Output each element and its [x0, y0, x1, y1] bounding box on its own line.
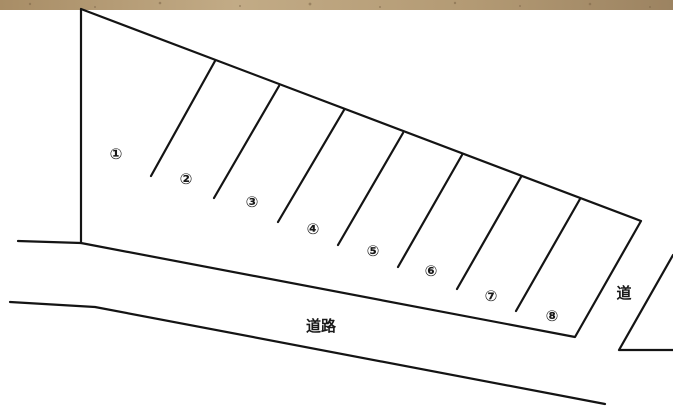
space-divider: [336, 131, 405, 247]
space-number-1: ①: [110, 145, 123, 163]
space-divider: [149, 59, 217, 178]
space-number-3: ③: [246, 193, 259, 211]
main-road-upper-edge: [16, 239, 83, 245]
main-road-label: 道路: [306, 317, 337, 335]
side-road-edge: [617, 253, 673, 352]
space-divider: [276, 108, 346, 224]
space-number-8: ⑧: [546, 307, 559, 325]
space-dividers: [149, 59, 582, 313]
ground-speckles: [28, 1, 651, 8]
side-road-label: 道: [616, 284, 631, 302]
space-number-6: ⑥: [425, 262, 438, 280]
space-numbers: ① ② ③ ④ ⑤ ⑥ ⑦ ⑧: [110, 145, 559, 325]
space-divider: [514, 197, 582, 313]
space-number-4: ④: [307, 220, 320, 238]
space-number-5: ⑤: [367, 242, 380, 260]
main-road-lower-edge: [8, 300, 607, 406]
space-divider: [455, 175, 523, 291]
space-divider: [396, 153, 464, 269]
ground-strip: [0, 0, 673, 10]
space-number-2: ②: [180, 170, 193, 188]
space-number-7: ⑦: [485, 287, 498, 305]
lot-boundary: [79, 7, 643, 339]
space-divider: [212, 84, 281, 200]
